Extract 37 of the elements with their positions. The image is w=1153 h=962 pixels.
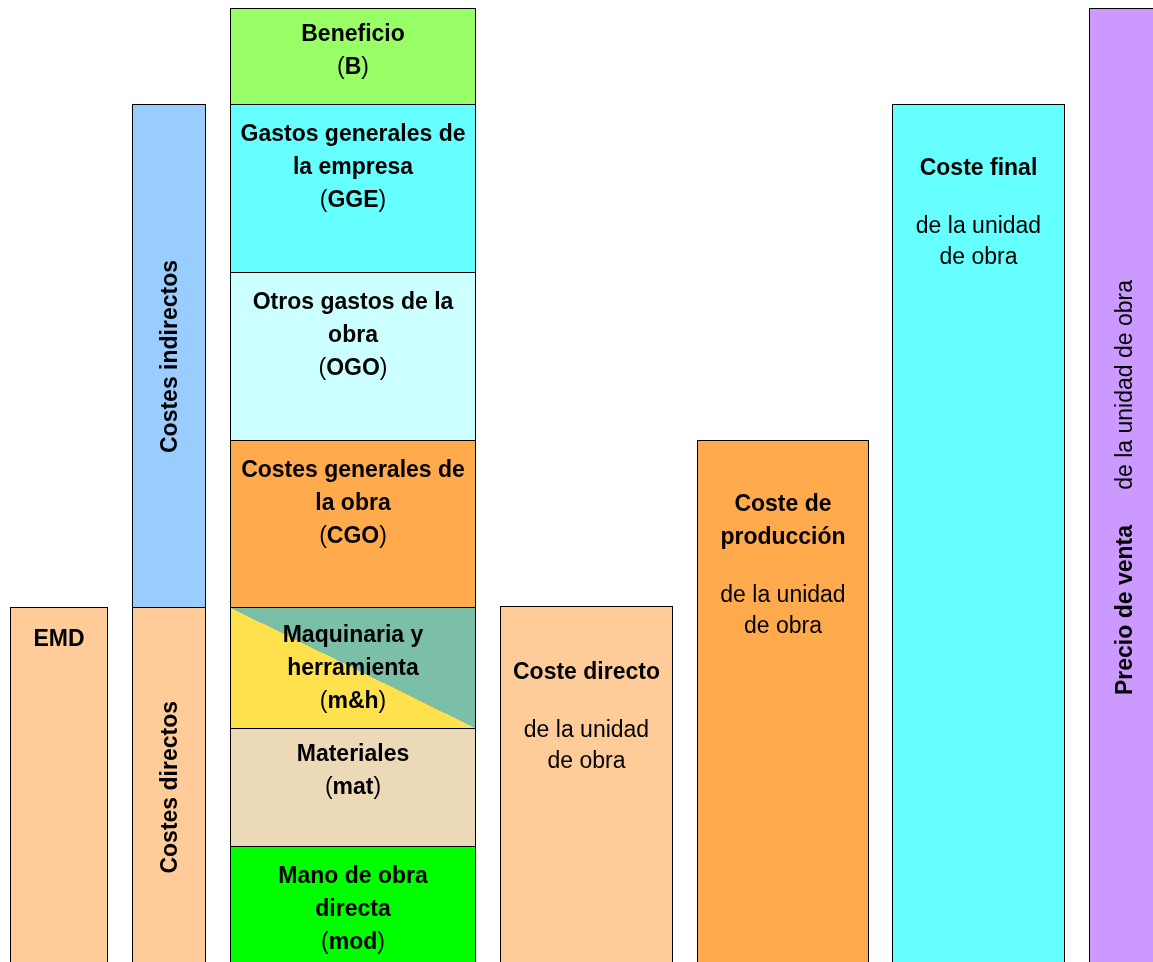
- cost-bar: [230, 846, 476, 962]
- bar-label: Costes directos: [154, 700, 183, 874]
- cost-bar: [132, 104, 206, 608]
- bar-label: Coste final: [919, 153, 1038, 182]
- cost-bar: [230, 607, 476, 729]
- cost-bar: [1089, 8, 1153, 962]
- bar-abbreviation: (GGE): [319, 185, 387, 214]
- cost-bar: [500, 606, 673, 962]
- bar-abbreviation: (B): [337, 52, 369, 81]
- cost-bar: [697, 440, 869, 962]
- bar-label: Beneficio: [301, 19, 405, 48]
- bar-label: Costes generales de la obra: [240, 455, 466, 517]
- cost-bar: [230, 104, 476, 273]
- bar-subtitle: de la unidad de obra: [719, 580, 847, 640]
- bar-abbreviation: (mat): [324, 772, 382, 801]
- cost-bar: [230, 272, 476, 441]
- bar-label: Precio de venta: [1109, 525, 1138, 696]
- cost-bar: [230, 728, 476, 847]
- cost-bar: [132, 607, 206, 962]
- bar-label: Coste directo: [513, 657, 660, 686]
- bar-subtitle: de la unidad de obra: [522, 715, 651, 775]
- bar-subtitle: de la unidad de obra: [914, 211, 1043, 271]
- bar-abbreviation: (OGO): [318, 353, 388, 382]
- bar-abbreviation: (CGO): [319, 521, 387, 550]
- bar-label: Costes indirectos: [154, 259, 183, 453]
- bar-label: Gastos generales de la empresa: [239, 119, 467, 181]
- bar-label: Coste de producción: [719, 489, 847, 551]
- bar-abbreviation: de la unidad de obra: [1109, 279, 1138, 490]
- bar-abbreviation: (mod): [321, 927, 385, 956]
- cost-bar: [230, 8, 476, 105]
- bar-label: EMD: [33, 624, 85, 653]
- cost-bar: [230, 440, 476, 608]
- bar-label: Otros gastos de la obra: [251, 287, 455, 349]
- bar-label: Materiales: [296, 739, 410, 768]
- bar-abbreviation: (m&h): [319, 686, 387, 715]
- cost-bar: [10, 607, 108, 962]
- cost-bar: [892, 104, 1065, 962]
